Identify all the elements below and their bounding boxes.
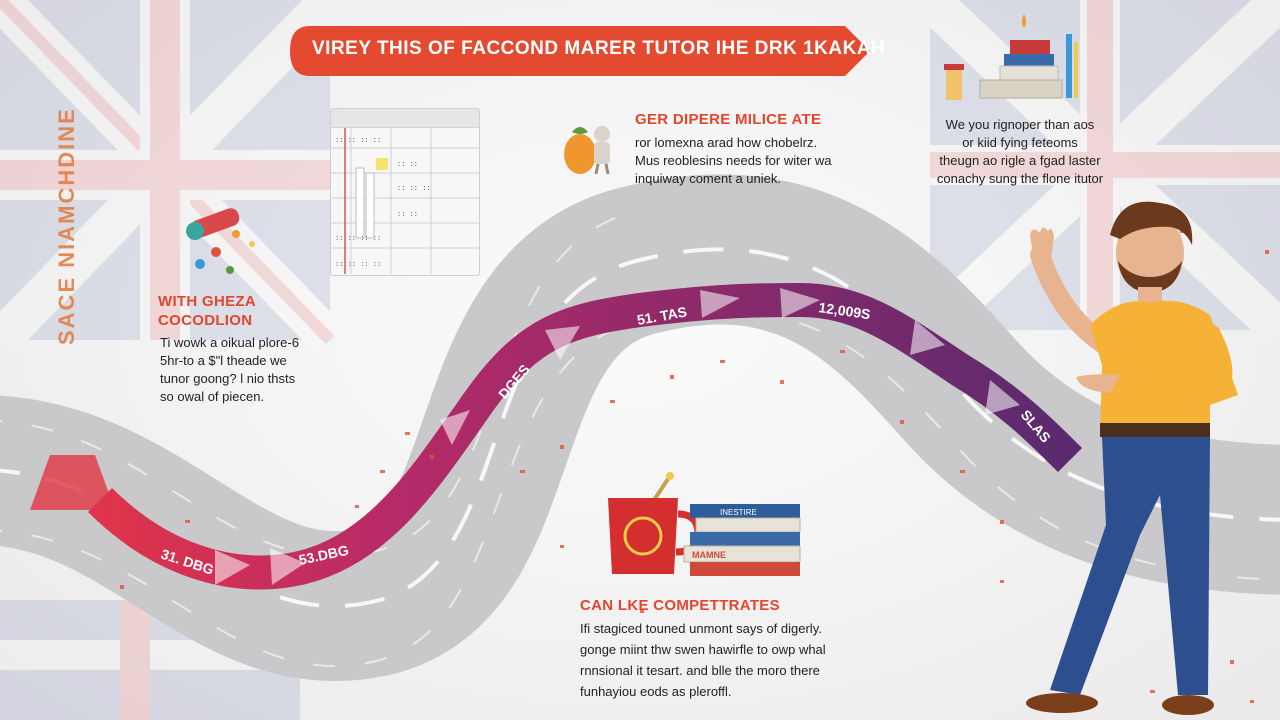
top-middle-line: Mus reoblesins needs for witer wa (635, 153, 832, 168)
left-line: so owal of piecen. (160, 389, 265, 404)
svg-text::: :: :: ::: :: :: :: :: (335, 235, 381, 243)
bottom-line: Ifi stagiced touned unmont says of diger… (580, 621, 822, 636)
top-middle-line: ror lomexna arad how chobelrz. (635, 135, 818, 150)
bottom-text: Ifi stagiced touned unmont says of diger… (580, 618, 826, 702)
tutor-person-illustration (1026, 201, 1238, 715)
left-text: Ti wowk a oikual plore-6 5hr-to a $"l th… (160, 334, 299, 406)
svg-text::: :: :: ::: :: :: :: :: (335, 261, 381, 269)
svg-text::: :: :: ::: :: :: :: :: (335, 137, 381, 145)
top-middle-line: inquiway coment a uniek. (635, 171, 781, 186)
left-heading-line-2: COCODLION (158, 312, 253, 329)
top-right-line: conachy sung the flone itutor (936, 171, 1104, 186)
bottom-line: rnnsional it tesart. and blle the moro t… (580, 663, 820, 678)
top-right-text: We you rignoper than aos or kiid fying f… (900, 116, 1140, 188)
top-middle-heading: GER DIPERE MILICE ATE (635, 111, 822, 128)
bottom-heading: CAN LKE COMPETTRATES (580, 597, 780, 614)
data-table-illustration: :: :: :: :: :: :: :: :: :: :: :: :: :: :… (331, 128, 479, 274)
fruit-icon (564, 126, 610, 175)
left-line: tunor goong? l nio thsts (160, 371, 296, 386)
left-heading: WITH GHEZA COCODLION (158, 292, 256, 330)
top-right-line: We you rignoper than aos (945, 117, 1095, 132)
title-banner-shape (290, 26, 870, 76)
top-right-line: or kiid fying feteoms (962, 135, 1078, 150)
paint-splash-icon (186, 208, 255, 274)
side-title: SACE NIAMCHDINE (54, 107, 79, 345)
mug-and-books-icon: INESTIRE MAMNE (608, 472, 801, 576)
banner-title: VIREY THIS OF FACCOND MARER TUTOR IHE DR… (312, 38, 886, 59)
left-line: 5hr-to a $"l theade we (160, 353, 287, 368)
left-heading-line-1: WITH GHEZA (158, 293, 256, 310)
books-stack-icon (944, 14, 1078, 100)
bottom-line: gonge miint thw swen hawirfle to owp wha… (580, 642, 826, 657)
browser-window-illustration: :: :: :: :: :: :: :: :: :: :: :: :: :: :… (330, 108, 480, 276)
bottom-line: funhayiou eods as pleroffl. (580, 684, 732, 699)
svg-text::: :: ::: :: :: :: (397, 185, 431, 193)
path-label-5: 12,009S (818, 299, 872, 322)
top-right-line: theugn ao rigle a fgad laster (939, 153, 1101, 168)
book-spine-bottom: MAMNE (692, 550, 726, 560)
book-spine-top: INESTIRE (720, 508, 757, 517)
top-middle-text: ror lomexna arad how chobelrz. Mus reobl… (635, 134, 832, 188)
left-line: Ti wowk a oikual plore-6 (160, 335, 299, 350)
svg-text::: ::: :: :: (397, 211, 418, 219)
svg-text::: ::: :: :: (397, 161, 418, 169)
